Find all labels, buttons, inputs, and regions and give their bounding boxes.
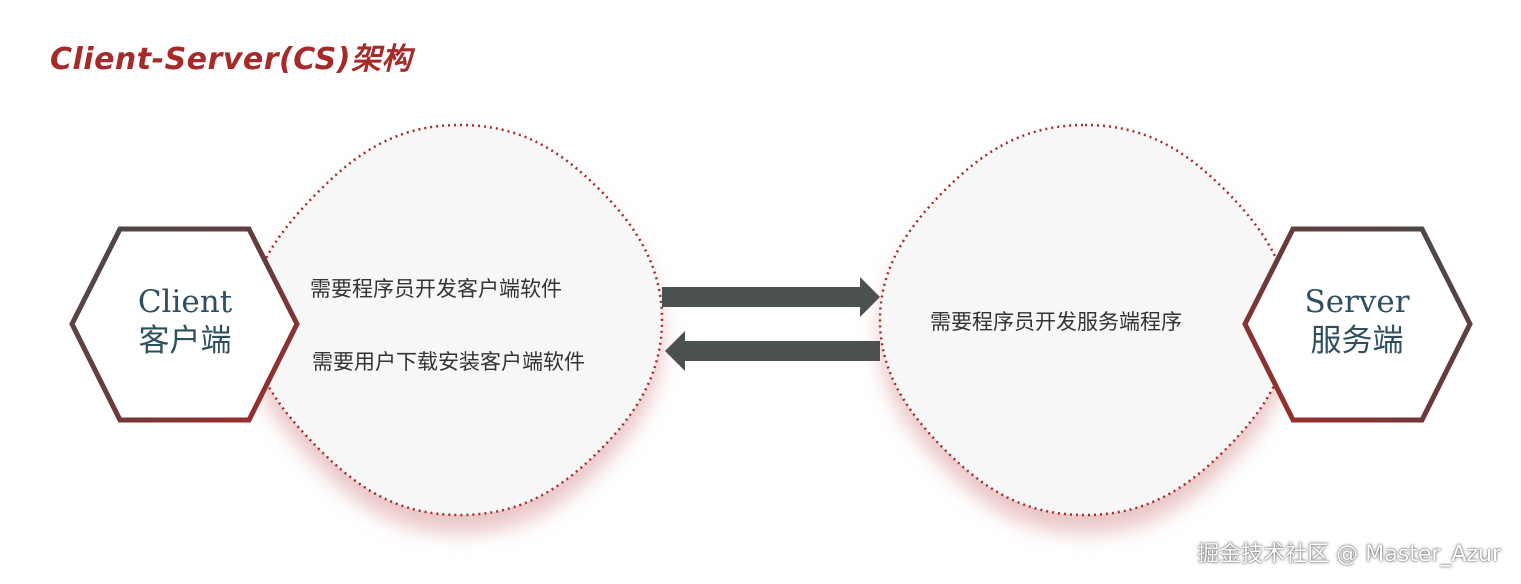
- arrow-right-icon: [662, 277, 880, 317]
- client-label: Client 客户端: [100, 283, 270, 361]
- server-bubble: [878, 123, 1292, 517]
- client-bubble: [248, 123, 664, 517]
- server-name-zh: 服务端: [1310, 322, 1404, 359]
- server-desc-line1: 需要程序员开发服务端程序: [930, 310, 1182, 334]
- client-desc-line2: 需要用户下载安装客户端软件: [312, 350, 585, 374]
- server-name-en: Server: [1304, 284, 1410, 320]
- page-title: Client-Server(CS)架构: [50, 42, 412, 77]
- server-label: Server 服务端: [1272, 283, 1442, 361]
- client-desc-line1: 需要程序员开发客户端软件: [310, 277, 562, 301]
- server-hexagon: [1242, 226, 1473, 423]
- client-name-zh: 客户端: [138, 322, 232, 359]
- client-hexagon: [69, 226, 300, 423]
- arrow-left-icon: [665, 331, 880, 371]
- client-name-en: Client: [137, 284, 233, 320]
- watermark: 掘金技术社区 @ Master_Azur: [1197, 542, 1501, 567]
